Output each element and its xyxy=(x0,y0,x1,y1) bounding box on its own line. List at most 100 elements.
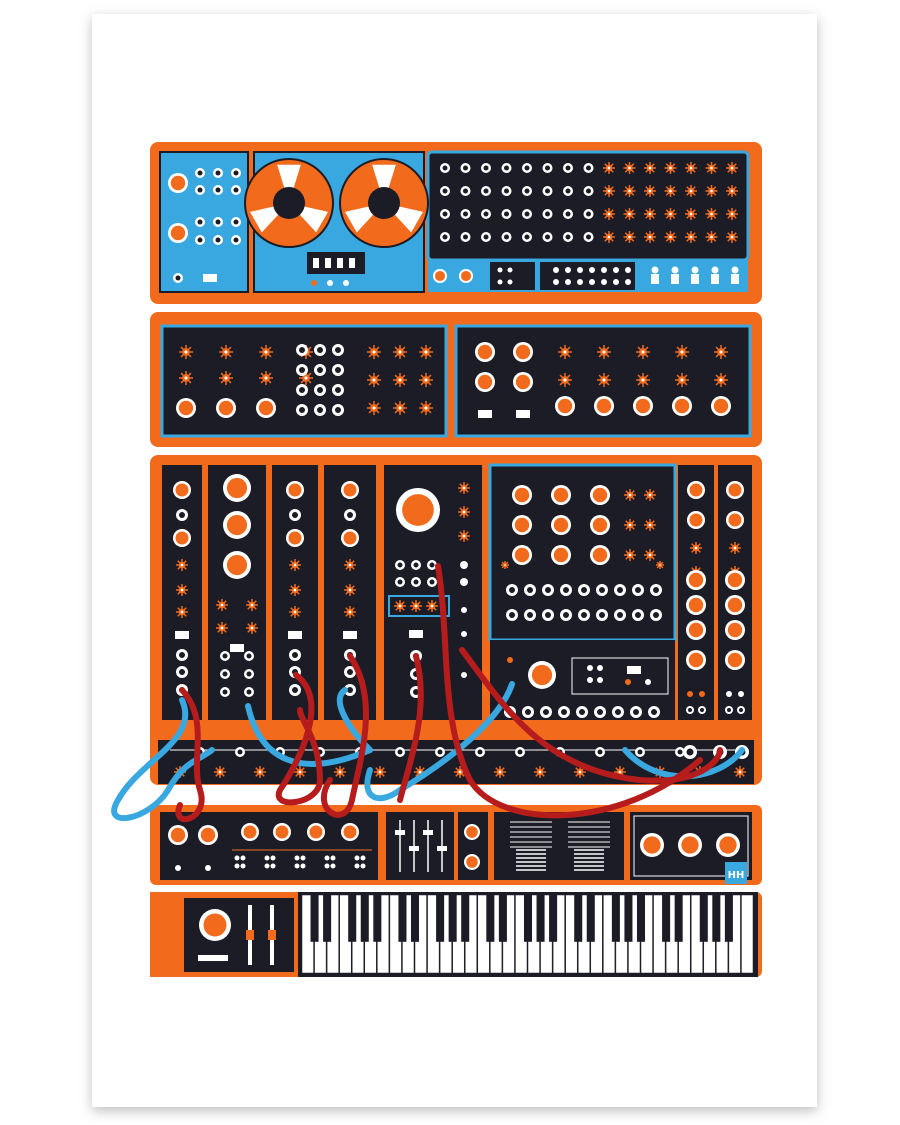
patch-jack-icon[interactable] xyxy=(289,684,301,696)
knob-icon[interactable] xyxy=(528,661,556,689)
patch-jack-icon[interactable] xyxy=(563,163,573,173)
patch-jack-icon[interactable] xyxy=(460,209,471,219)
knob-icon[interactable] xyxy=(687,481,705,499)
patch-jack-icon[interactable] xyxy=(522,232,532,242)
patch-jack-icon[interactable] xyxy=(583,186,594,196)
patch-jack-icon[interactable] xyxy=(213,185,223,195)
knob-icon[interactable] xyxy=(286,529,304,547)
patch-jack-icon[interactable] xyxy=(176,649,188,661)
patch-jack-icon[interactable] xyxy=(440,186,450,196)
patch-jack-icon[interactable] xyxy=(213,168,223,178)
patch-jack-icon[interactable] xyxy=(542,609,554,621)
knob-icon[interactable] xyxy=(223,511,251,539)
piano-key-icon[interactable] xyxy=(712,895,721,942)
patch-jack-icon[interactable] xyxy=(542,232,553,242)
toggle-switch-icon[interactable] xyxy=(230,644,244,652)
knob-icon[interactable] xyxy=(173,481,191,499)
toggle-switch-icon[interactable] xyxy=(294,855,306,869)
patch-jack-icon[interactable] xyxy=(596,584,608,596)
patch-jack-icon[interactable] xyxy=(481,232,491,242)
patch-jack-icon[interactable] xyxy=(632,584,644,596)
knob-icon[interactable] xyxy=(168,173,188,193)
patch-jack-icon[interactable] xyxy=(630,706,642,718)
patch-jack-icon[interactable] xyxy=(314,364,326,376)
toggle-switch-icon[interactable] xyxy=(234,855,246,869)
patch-jack-icon[interactable] xyxy=(542,163,553,173)
patch-jack-icon[interactable] xyxy=(698,706,706,714)
patch-jack-icon[interactable] xyxy=(594,706,606,718)
knob-icon[interactable] xyxy=(633,396,653,416)
patch-jack-icon[interactable] xyxy=(578,609,590,621)
piano-key-icon[interactable] xyxy=(486,895,495,942)
patch-jack-icon[interactable] xyxy=(481,186,491,196)
knob-icon[interactable] xyxy=(687,511,705,529)
patch-jack-icon[interactable] xyxy=(296,344,308,356)
knob-icon[interactable] xyxy=(590,515,610,535)
patch-jack-icon[interactable] xyxy=(195,168,205,178)
patch-jack-icon[interactable] xyxy=(563,209,573,219)
toggle-switch-icon[interactable] xyxy=(409,630,423,638)
patch-jack-icon[interactable] xyxy=(560,609,572,621)
patch-jack-icon[interactable] xyxy=(231,235,241,245)
toggle-switch-icon[interactable] xyxy=(324,855,336,869)
knob-icon[interactable] xyxy=(551,515,571,535)
patch-jack-icon[interactable] xyxy=(332,344,344,356)
piano-key-icon[interactable] xyxy=(636,895,646,942)
knob-icon[interactable] xyxy=(433,269,447,283)
knob-icon[interactable] xyxy=(672,396,692,416)
patch-jack-icon[interactable] xyxy=(314,404,326,416)
patch-jack-icon[interactable] xyxy=(683,745,697,759)
piano-key-icon[interactable] xyxy=(741,894,754,974)
fader-icon[interactable] xyxy=(711,266,719,285)
knob-icon[interactable] xyxy=(551,545,571,565)
toggle-switch-icon[interactable] xyxy=(175,631,189,639)
knob-icon[interactable] xyxy=(726,511,744,529)
knob-icon[interactable] xyxy=(464,824,480,840)
patch-jack-icon[interactable] xyxy=(314,384,326,396)
fader-icon[interactable] xyxy=(437,846,447,851)
patch-jack-icon[interactable] xyxy=(501,209,512,219)
patch-jack-icon[interactable] xyxy=(460,163,471,173)
patch-jack-icon[interactable] xyxy=(344,509,356,521)
patch-jack-icon[interactable] xyxy=(176,666,188,678)
patch-jack-icon[interactable] xyxy=(213,217,223,227)
patch-jack-icon[interactable] xyxy=(195,217,205,227)
knob-icon[interactable] xyxy=(199,909,231,941)
patch-jack-icon[interactable] xyxy=(296,404,308,416)
patch-jack-icon[interactable] xyxy=(395,560,405,570)
patch-jack-icon[interactable] xyxy=(614,584,626,596)
patch-jack-icon[interactable] xyxy=(542,209,553,219)
patch-jack-icon[interactable] xyxy=(173,273,183,283)
patch-jack-icon[interactable] xyxy=(332,384,344,396)
patch-jack-icon[interactable] xyxy=(395,747,405,757)
patch-jack-icon[interactable] xyxy=(737,706,745,714)
patch-jack-icon[interactable] xyxy=(344,666,356,678)
patch-jack-icon[interactable] xyxy=(524,609,536,621)
patch-jack-icon[interactable] xyxy=(235,747,245,757)
patch-jack-icon[interactable] xyxy=(583,209,594,219)
knob-icon[interactable] xyxy=(341,481,359,499)
knob-icon[interactable] xyxy=(725,570,745,590)
piano-key-icon[interactable] xyxy=(674,895,683,942)
patch-jack-icon[interactable] xyxy=(560,584,572,596)
patch-jack-icon[interactable] xyxy=(411,560,421,570)
patch-jack-icon[interactable] xyxy=(522,186,532,196)
piano-key-icon[interactable] xyxy=(699,895,708,942)
patch-jack-icon[interactable] xyxy=(244,687,254,697)
patch-jack-icon[interactable] xyxy=(725,706,733,714)
patch-jack-icon[interactable] xyxy=(635,747,645,757)
knob-icon[interactable] xyxy=(725,620,745,640)
patch-jack-icon[interactable] xyxy=(501,163,512,173)
knob-icon[interactable] xyxy=(168,223,188,243)
knob-icon[interactable] xyxy=(512,485,532,505)
patch-jack-icon[interactable] xyxy=(244,669,254,679)
fader-icon[interactable] xyxy=(423,830,433,835)
patch-jack-icon[interactable] xyxy=(289,509,301,521)
knob-icon[interactable] xyxy=(223,551,251,579)
piano-key-icon[interactable] xyxy=(523,895,533,942)
patch-jack-icon[interactable] xyxy=(648,706,660,718)
knob-icon[interactable] xyxy=(725,595,745,615)
knob-icon[interactable] xyxy=(241,823,259,841)
patch-jack-icon[interactable] xyxy=(522,209,532,219)
knob-icon[interactable] xyxy=(307,823,325,841)
